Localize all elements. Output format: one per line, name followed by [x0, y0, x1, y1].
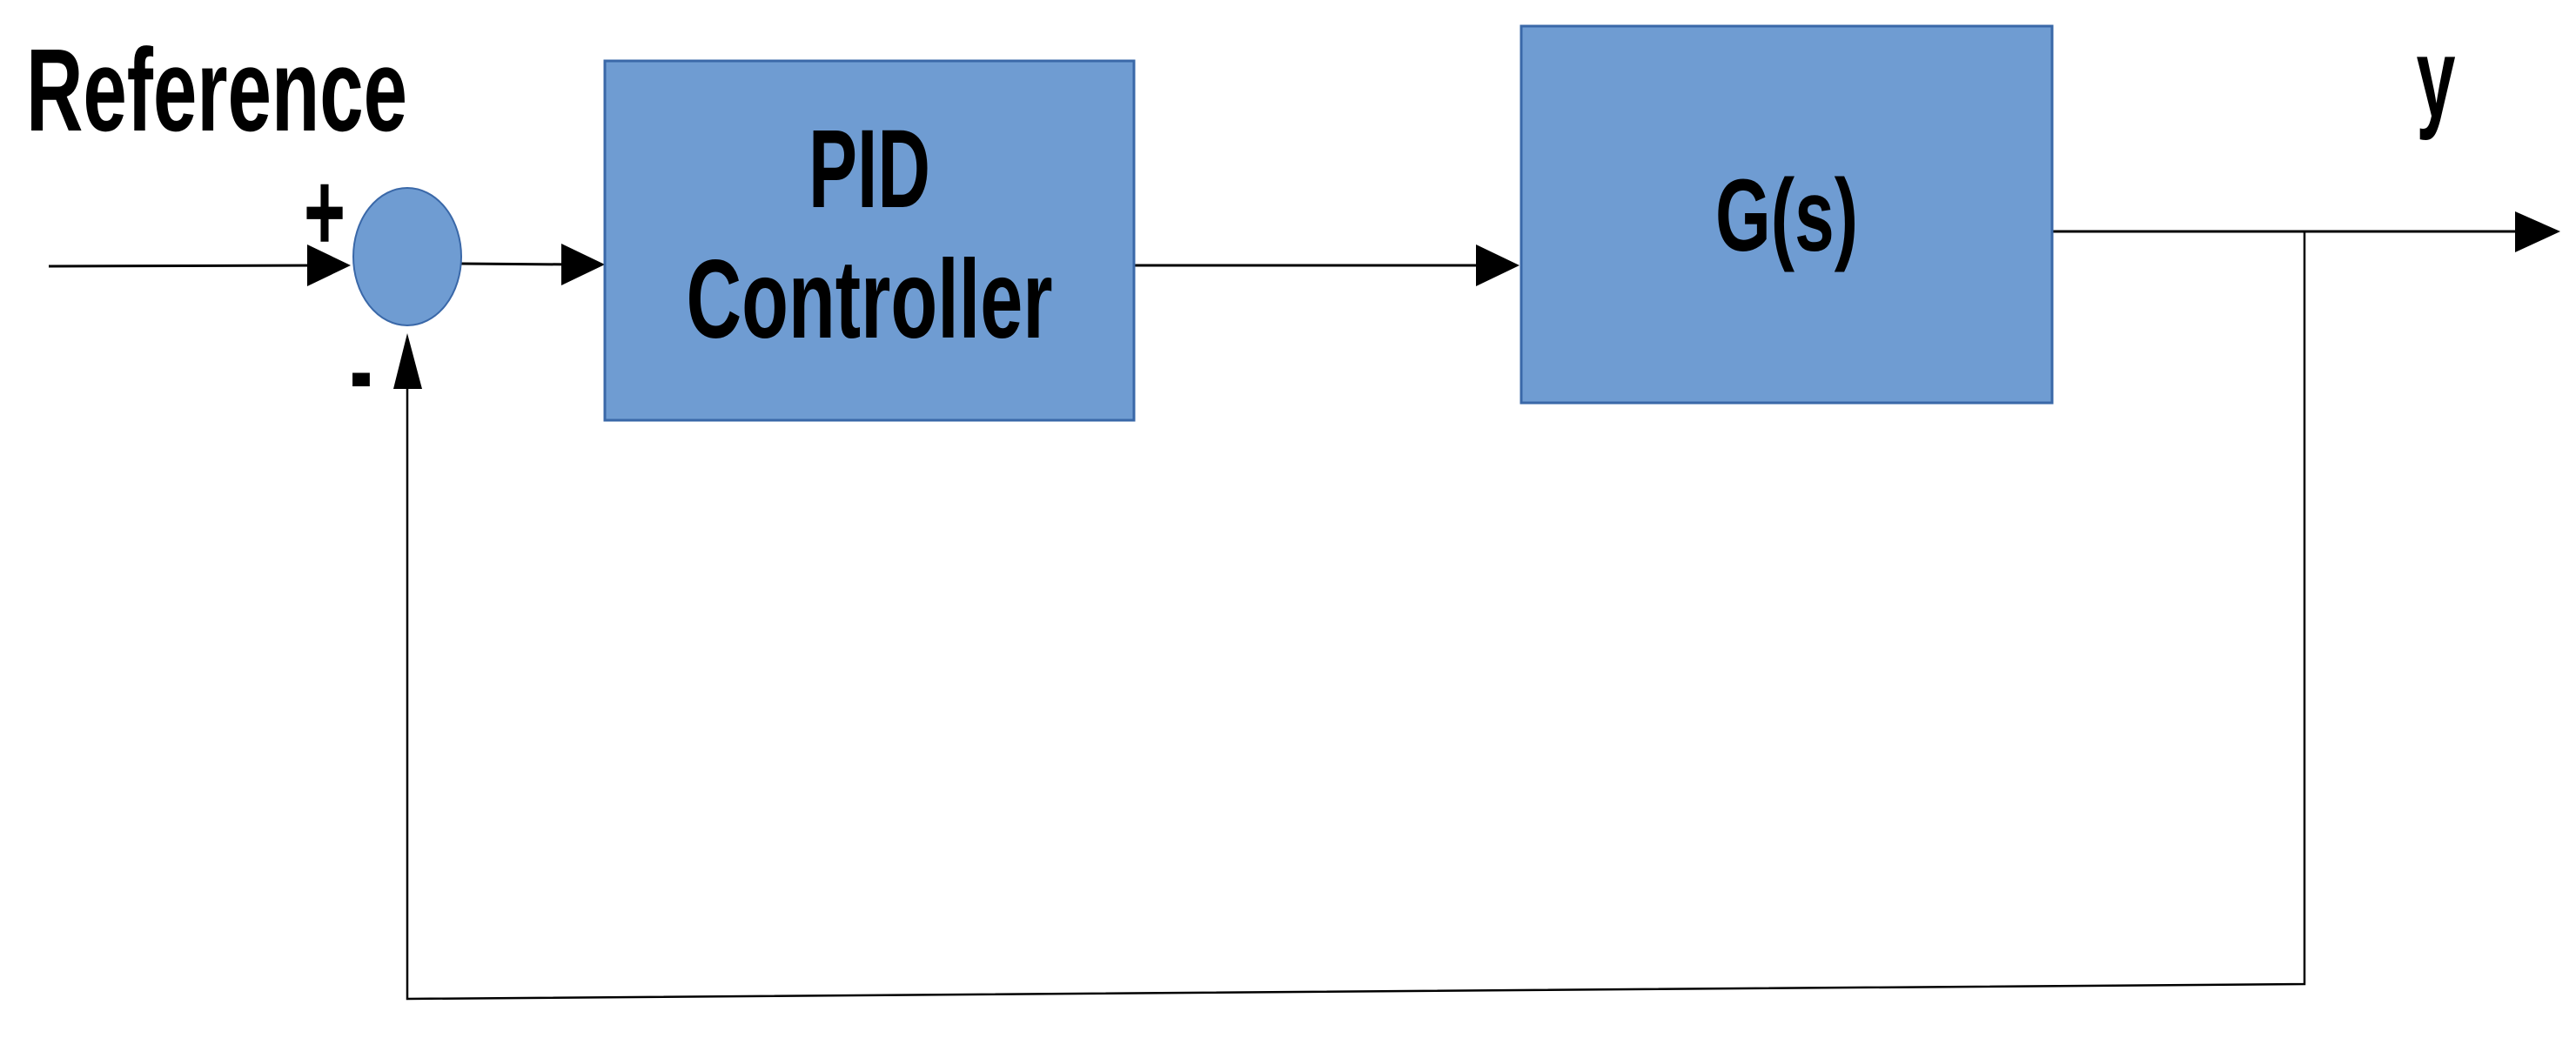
feedback-arrowhead-icon: [393, 333, 422, 389]
minus-sign: -: [350, 306, 372, 433]
arrowhead-into-controller-icon: [561, 244, 605, 285]
reference-input-line: [48, 264, 323, 268]
reference-label: Reference: [26, 24, 407, 156]
plant-block: [1519, 24, 2054, 405]
plant-label: G(s): [1715, 158, 1858, 273]
feedback-line: [406, 231, 2306, 1001]
output-label: y: [2417, 14, 2456, 141]
summing-to-controller-line: [460, 262, 575, 266]
pid-label-line1: PID: [808, 107, 930, 231]
pid-label-line2: Controller: [687, 238, 1053, 362]
output-arrowhead-icon: [2515, 211, 2560, 252]
arrowhead-into-plant-icon: [1476, 244, 1519, 286]
plus-sign: +: [304, 148, 345, 275]
summing-junction: [352, 187, 462, 326]
pid-controller-block: [603, 59, 1136, 422]
arrowhead-into-summing-junction-icon: [307, 244, 351, 286]
